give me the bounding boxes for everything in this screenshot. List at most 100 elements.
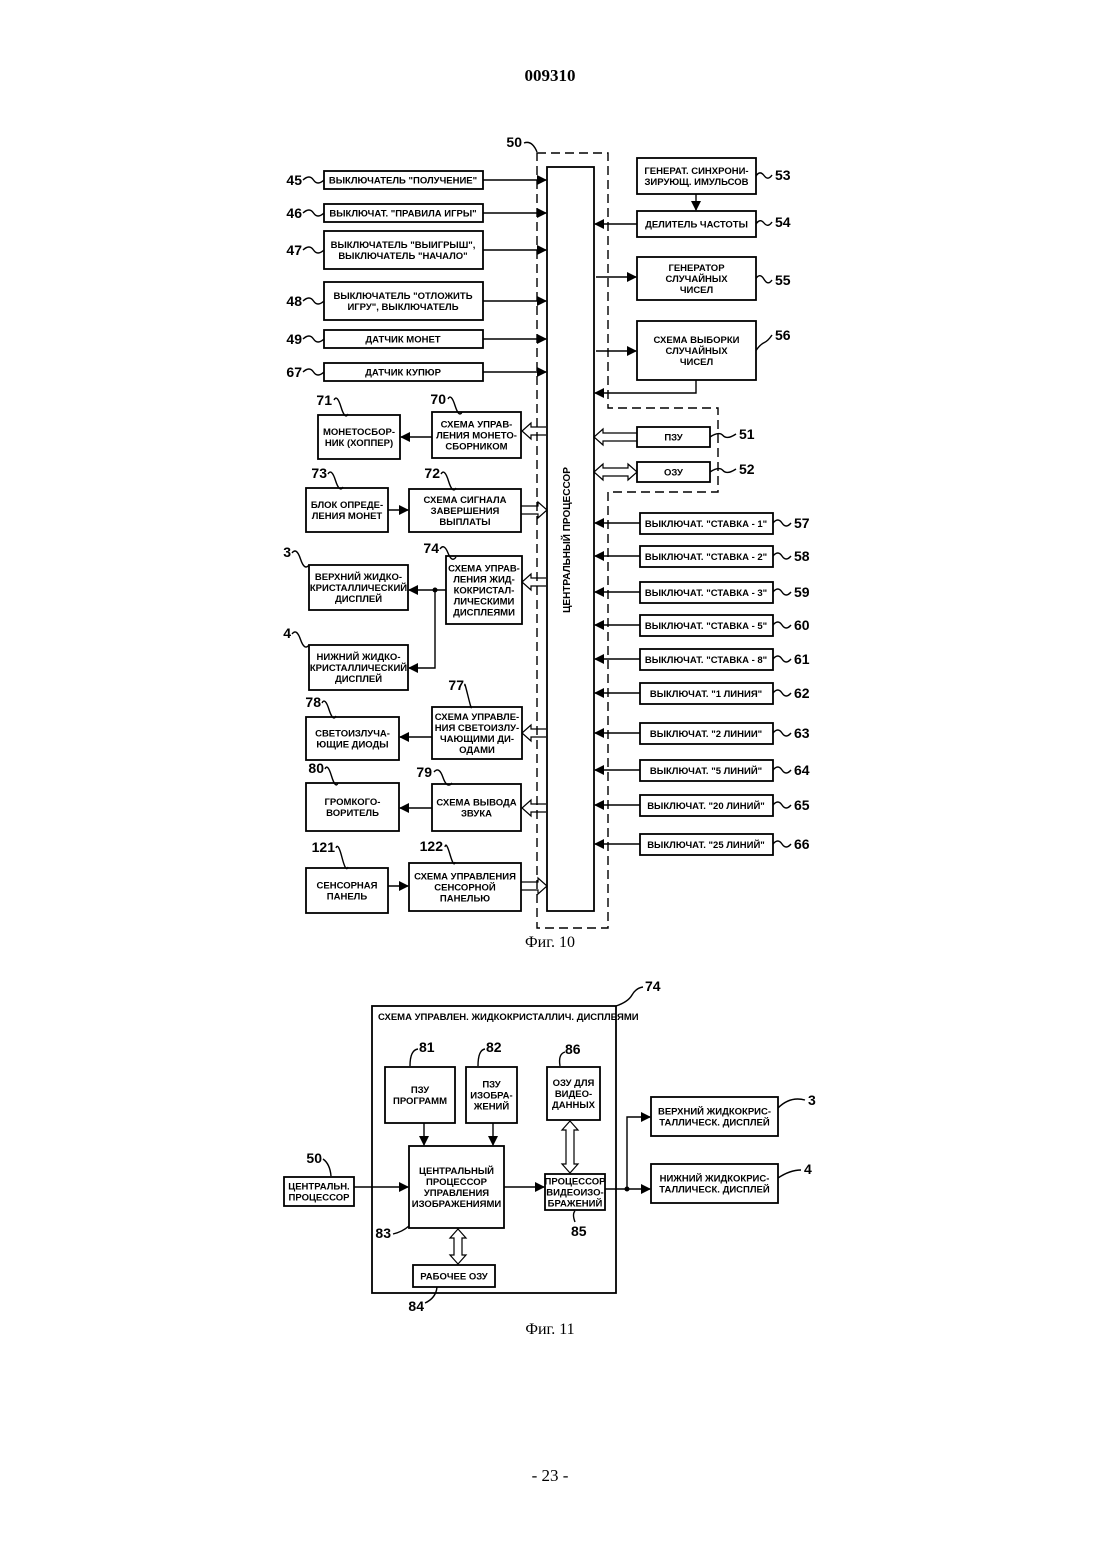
leader-line bbox=[710, 434, 736, 438]
block-label: КОКРИСТАЛ- bbox=[454, 586, 515, 597]
block-label: СБОРНИКОМ bbox=[445, 442, 507, 453]
leader-line bbox=[434, 770, 452, 785]
bet-switch-label: ВЫКЛЮЧАТ. "20 ЛИНИЙ" bbox=[647, 800, 765, 812]
ref-number: 122 bbox=[420, 838, 444, 854]
block-label: НИЯ СВЕТОИЗЛУ- bbox=[435, 723, 519, 734]
leader-line bbox=[773, 690, 791, 696]
bet-switch-label: ВЫКЛЮЧАТ. "СТАВКА - 5" bbox=[645, 621, 767, 632]
rom-images-box-label: ИЗОБРА- bbox=[470, 1091, 512, 1102]
leader-line bbox=[465, 684, 471, 707]
block-label: НИЖНИЙ ЖИДКО- bbox=[317, 651, 401, 663]
leader-line bbox=[328, 472, 343, 489]
ref-number: 51 bbox=[739, 426, 755, 442]
leader-line bbox=[756, 221, 772, 226]
block-label: ДИСПЛЕЯМИ bbox=[453, 608, 515, 619]
leader-line bbox=[616, 987, 643, 1006]
graphics-cpu-box-label: ПРОЦЕССОР bbox=[426, 1177, 488, 1188]
leader-line bbox=[303, 177, 324, 183]
video-processor-box-label: ПРОЦЕССОР bbox=[545, 1177, 607, 1188]
arrow bbox=[627, 1117, 650, 1189]
rom-images-box-label: ЖЕНИЙ bbox=[473, 1101, 510, 1113]
ref-number: 62 bbox=[794, 685, 810, 701]
ref-number: 66 bbox=[794, 836, 810, 852]
ref-number: 73 bbox=[311, 465, 327, 481]
leader-line bbox=[773, 622, 791, 628]
leader-line bbox=[773, 553, 791, 559]
input-switch-label: ВЫКЛЮЧАТЕЛЬ "ПОЛУЧЕНИЕ" bbox=[329, 176, 477, 187]
ref-number: 4 bbox=[804, 1161, 812, 1177]
block-label: ЛИЧЕСКИМИ bbox=[454, 597, 515, 608]
ref-number: 79 bbox=[416, 764, 432, 780]
ref-number: 71 bbox=[316, 392, 332, 408]
ref-number: 81 bbox=[419, 1039, 435, 1055]
leader-line bbox=[773, 802, 791, 808]
leader-line bbox=[773, 841, 791, 847]
bet-switch-label: ВЫКЛЮЧАТ. "5 ЛИНИЙ" bbox=[650, 765, 762, 777]
ref-number: 60 bbox=[794, 617, 810, 633]
ref-number: 80 bbox=[308, 760, 324, 776]
rom-images-box-label: ПЗУ bbox=[482, 1080, 500, 1091]
ref-number: 83 bbox=[375, 1225, 391, 1241]
block-label: СХЕМА УПРАВ- bbox=[448, 564, 520, 575]
graphics-cpu-box-label: ИЗОБРАЖЕНИЯМИ bbox=[412, 1199, 502, 1210]
bet-switch-label: ВЫКЛЮЧАТ. "СТАВКА - 8" bbox=[645, 655, 767, 666]
ref-number: 47 bbox=[286, 242, 302, 258]
ref-number: 56 bbox=[775, 327, 791, 343]
block-label: ВОРИТЕЛЬ bbox=[326, 808, 379, 819]
leader-line bbox=[773, 589, 791, 595]
upper-lcd-box-label: ВЕРХНИЙ ЖИДКОКРИС- bbox=[658, 1106, 771, 1118]
ref-number: 45 bbox=[286, 172, 302, 188]
ref-number: 67 bbox=[286, 364, 302, 380]
input-switch-label: ИГРУ", ВЫКЛЮЧАТЕЛЬ bbox=[347, 302, 458, 313]
lower-lcd-box-label: НИЖНИЙ ЖИДКОКРИС- bbox=[660, 1173, 770, 1185]
leader-line bbox=[336, 846, 348, 868]
block-label: ДИСПЛЕЙ bbox=[335, 593, 382, 605]
ref-number: 121 bbox=[312, 839, 336, 855]
work-ram-box-label: РАБОЧЕЕ ОЗУ bbox=[420, 1272, 488, 1283]
block-label: СВЕТОИЗЛУЧА- bbox=[315, 729, 390, 740]
block-label: СХЕМА ВЫБОРКИ bbox=[654, 335, 740, 346]
leader-line bbox=[441, 472, 456, 490]
vram-box-label: ОЗУ ДЛЯ bbox=[553, 1078, 595, 1089]
lower-lcd-box-label: ТАЛЛИЧЕСК. ДИСПЛЕЙ bbox=[659, 1184, 770, 1196]
block-label: СЕНСОРНАЯ bbox=[317, 881, 378, 892]
vram-box-label: ВИДЕО- bbox=[555, 1089, 592, 1100]
block-label: ГЕНЕРАТ. СИНХРОНИ- bbox=[644, 166, 748, 177]
block-label: НИК (ХОППЕР) bbox=[325, 438, 393, 449]
graphics-cpu-box-label: ЦЕНТРАЛЬНЫЙ bbox=[419, 1165, 494, 1177]
arrow bbox=[595, 380, 696, 393]
block-label: ЗАВЕРШЕНИЯ bbox=[431, 506, 500, 517]
ref-number: 3 bbox=[283, 544, 291, 560]
outer-block-label: СХЕМА УПРАВЛЕН. ЖИДКОКРИСТАЛЛИЧ. ДИСПЛЕЯ… bbox=[378, 1012, 639, 1023]
bus-arrow bbox=[594, 464, 637, 480]
ref-number: 57 bbox=[794, 515, 810, 531]
block-label: ВЕРХНИЙ ЖИДКО- bbox=[315, 571, 402, 583]
ref-number: 46 bbox=[286, 205, 302, 221]
ref-number: 70 bbox=[430, 391, 446, 407]
bet-switch-label: ВЫКЛЮЧАТ. "СТАВКА - 3" bbox=[645, 588, 767, 599]
ref-number: 53 bbox=[775, 167, 791, 183]
block-label: СЛУЧАЙНЫХ bbox=[665, 273, 728, 285]
block-label: ЗВУКА bbox=[461, 809, 492, 820]
block-label: ПАНЕЛЬЮ bbox=[440, 894, 490, 905]
leader-line bbox=[710, 469, 736, 473]
rom-programs-box-label: ПРОГРАММ bbox=[393, 1096, 447, 1107]
leader-line bbox=[756, 335, 772, 351]
figure-caption: Фиг. 10 bbox=[525, 934, 575, 951]
leader-line bbox=[334, 398, 348, 416]
ref-number: 84 bbox=[408, 1298, 424, 1314]
block-label: СХЕМА СИГНАЛА bbox=[423, 495, 506, 506]
ref-number: 85 bbox=[571, 1223, 587, 1239]
bet-switch-label: ВЫКЛЮЧАТ. "СТАВКА - 1" bbox=[645, 519, 767, 530]
leader-line bbox=[292, 632, 309, 647]
leader-line bbox=[322, 701, 336, 718]
block-label: СХЕМА УПРАВЛЕНИЯ bbox=[414, 872, 516, 883]
block-label: СХЕМА УПРАВ- bbox=[441, 420, 513, 431]
ref-number: 86 bbox=[565, 1041, 581, 1057]
bet-switch-label: ВЫКЛЮЧАТ. "2 ЛИНИИ" bbox=[650, 729, 762, 740]
bus-arrow bbox=[522, 574, 546, 590]
leader-line bbox=[778, 1099, 805, 1108]
block-label: ПЗУ bbox=[664, 433, 682, 444]
block-label: ЛЕНИЯ ЖИД- bbox=[453, 575, 515, 586]
